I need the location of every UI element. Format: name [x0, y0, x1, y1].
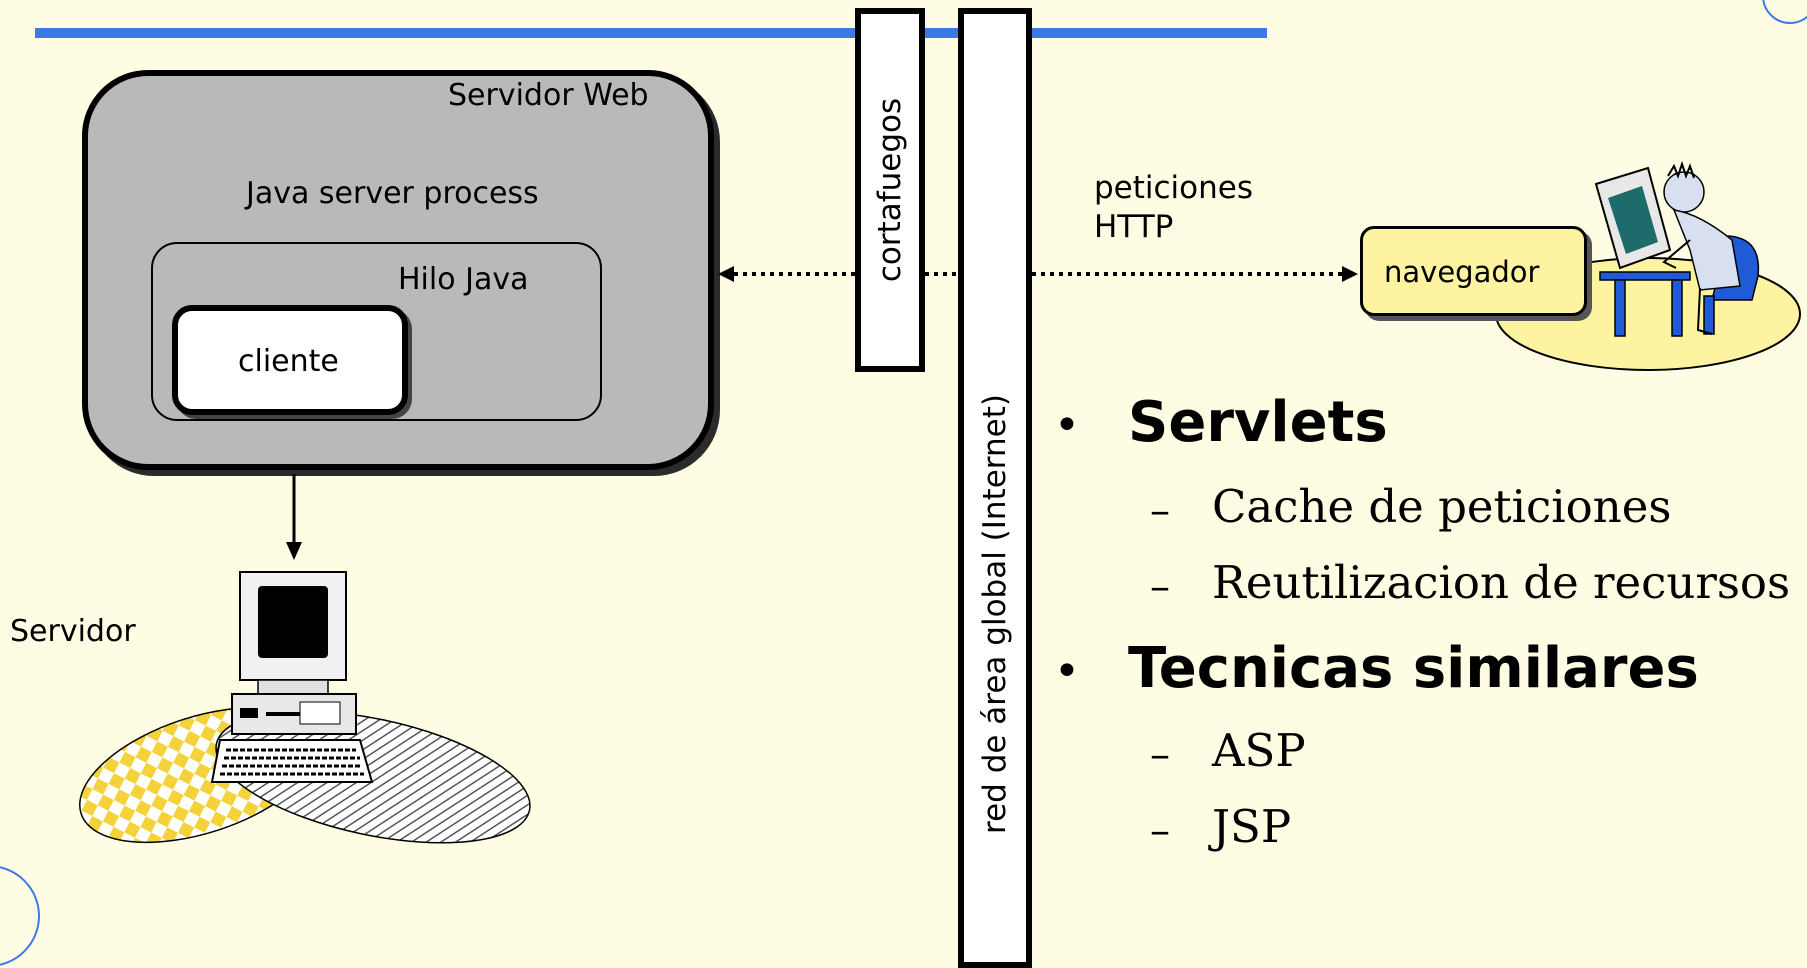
sub-dash: –: [1150, 808, 1170, 854]
sub-dash: –: [1150, 732, 1170, 778]
bullet-title-tecnicas: Tecnicas similares: [1128, 636, 1699, 701]
http-requests-label-line1: peticiones: [1094, 170, 1254, 206]
java-thread-box: [151, 242, 602, 421]
bullet-dot: •: [1054, 646, 1080, 697]
firewall-bar: cortafuegos: [855, 8, 925, 372]
title-underline: [35, 28, 1267, 38]
web-server-label: Servidor Web: [448, 78, 649, 113]
java-thread-label: Hilo Java: [398, 262, 529, 297]
http-connection-arrow: [718, 266, 1358, 282]
internet-bar: red de área global (Internet): [958, 8, 1032, 968]
server-label: Servidor: [10, 614, 136, 649]
bullet-item: ASP: [1212, 724, 1306, 777]
browser-box: [1360, 226, 1587, 316]
down-arrow: [286, 474, 302, 560]
client-label: cliente: [238, 344, 339, 379]
sub-dash: –: [1150, 488, 1170, 534]
bullet-item: Cache de peticiones: [1212, 480, 1672, 533]
client-box: [172, 305, 408, 415]
bullet-title-servlets: Servlets: [1128, 390, 1388, 455]
http-requests-label-line2: HTTP: [1094, 209, 1174, 245]
sub-dash: –: [1150, 564, 1170, 610]
java-process-label: Java server process: [246, 176, 539, 211]
bullet-item: Reutilizacion de recursos: [1212, 556, 1791, 609]
browser-label: navegador: [1384, 255, 1540, 289]
bullet-dot: •: [1054, 400, 1080, 451]
bullet-item: JSP: [1212, 800, 1292, 853]
server-computer-icon: [79, 571, 531, 844]
